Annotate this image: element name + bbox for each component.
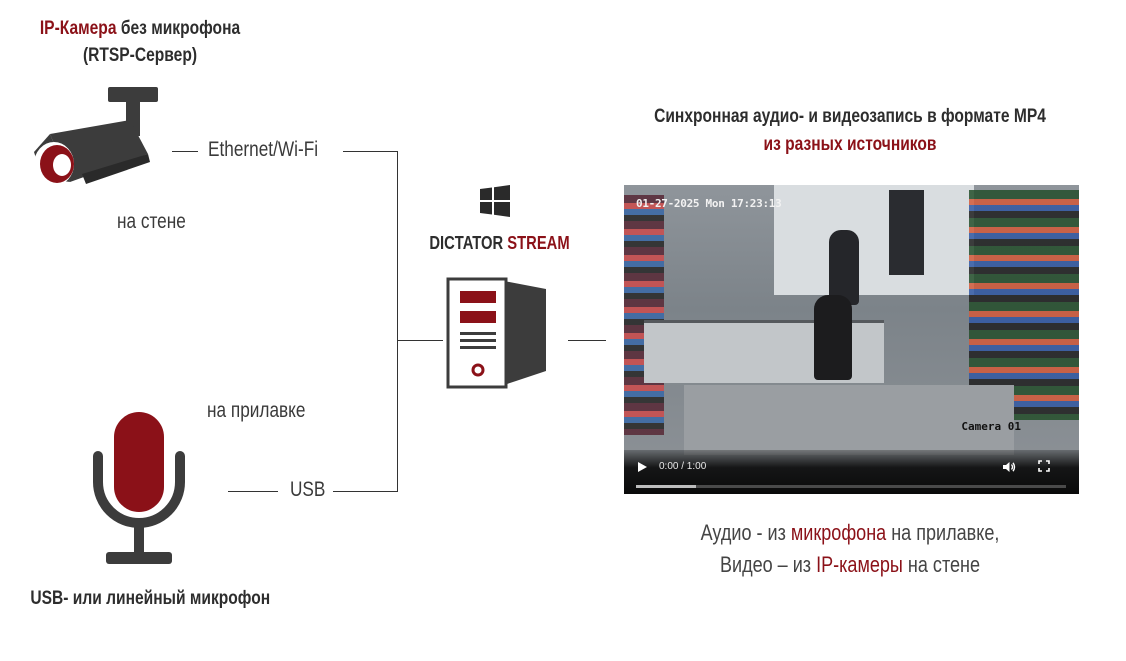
video-frame-person-back (829, 230, 859, 305)
camera-title-rest: без микрофона (116, 18, 241, 39)
usb-label: USB (290, 478, 326, 501)
output-title-line2: из разных источников (763, 134, 937, 155)
video-frame-wall (774, 185, 974, 295)
camera-title-accent: IP-Камера (39, 18, 117, 39)
video-frame-shelf-right (969, 190, 1079, 420)
video-progress-fill (636, 485, 697, 488)
caption-line2: Видео – из IP-камеры на стене (719, 552, 981, 577)
server-name-accent: STREAM (507, 233, 571, 253)
video-player[interactable]: 01-27-2025 Mon 17:23:13 Camera 01 0:00 /… (624, 185, 1079, 494)
vertical-bus-line (397, 151, 398, 491)
microphone-icon (93, 412, 185, 564)
video-osd-timestamp: 01-27-2025 Mon 17:23:13 (636, 197, 782, 210)
camera-title: IP-Камера без микрофона (RTSP-Сервер) (0, 15, 280, 69)
video-frame-person-front (814, 295, 852, 380)
microphone-location-label: на прилавке (207, 399, 306, 422)
camera-link-line-a (172, 151, 198, 152)
video-frame-floor (684, 385, 1014, 455)
mic-link-line-a (228, 491, 278, 492)
video-time-display: 0:00 / 1:00 (659, 461, 707, 472)
server-to-output-line (568, 340, 606, 341)
server-name-plain: DICTATOR (429, 233, 504, 253)
dictator-stream-label: DICTATOR STREAM (380, 233, 620, 254)
server-pc-icon (446, 277, 546, 389)
video-frame-shelf-left (624, 195, 664, 435)
video-controls: 0:00 / 1:00 (624, 450, 1079, 494)
output-title-line1: Синхронная аудио- и видеозапись в формат… (654, 106, 1046, 127)
video-progress-bar[interactable] (636, 485, 1066, 488)
windows-icon (480, 185, 510, 217)
volume-icon[interactable] (1002, 460, 1016, 474)
video-frame-terminal (889, 190, 924, 275)
camera-location-label: на стене (117, 210, 186, 233)
mic-link-line-b (333, 491, 398, 492)
video-camera-label: Camera 01 (961, 420, 1021, 433)
caption-line1: Аудио - из микрофона на прилавке, (700, 520, 1000, 545)
camera-title-line2: (RTSP-Сервер) (82, 45, 198, 66)
output-title: Синхронная аудио- и видеозапись в формат… (600, 103, 1100, 159)
camera-link-line-b (343, 151, 398, 152)
ethernet-wifi-label: Ethernet/Wi-Fi (208, 138, 319, 161)
output-caption: Аудио - из микрофона на прилавке, Видео … (600, 517, 1100, 581)
cctv-camera-icon (34, 87, 158, 186)
bus-to-server-line (397, 340, 443, 341)
fullscreen-icon[interactable] (1038, 460, 1050, 472)
play-icon[interactable] (638, 462, 647, 472)
microphone-title: USB- или линейный микрофон (30, 588, 270, 609)
